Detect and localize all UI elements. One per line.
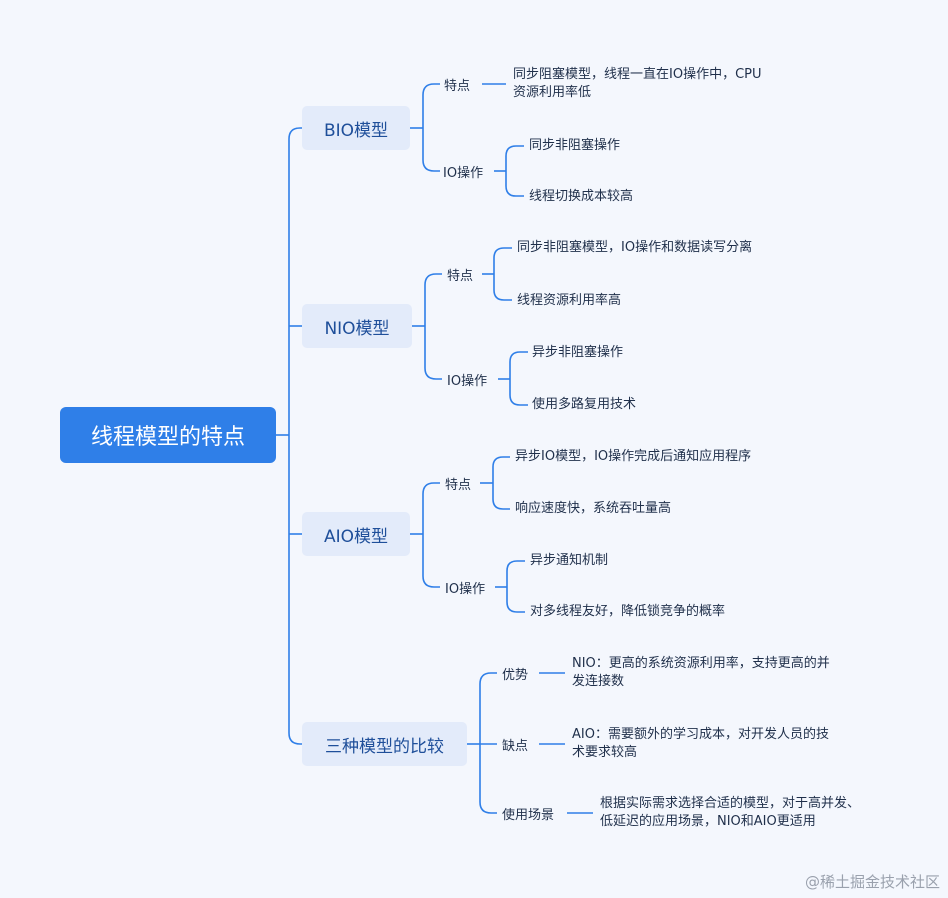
connector-bio-io xyxy=(422,128,440,172)
connector-aio-features-2 xyxy=(492,483,510,510)
nio-node[interactable]: NIO模型 xyxy=(302,304,412,348)
connector-bio-io-1 xyxy=(505,145,524,171)
connector-nio-features xyxy=(424,273,442,326)
connector-aio-features-1 xyxy=(492,456,510,483)
aio-features-item-2: 响应速度快，系统吞吐量高 xyxy=(515,501,672,516)
nio-features-item-2: 线程资源利用率高 xyxy=(517,293,622,308)
bio-features-text: 同步阻塞模型，线程一直在IO操作中，CPU 资源利用率低 xyxy=(513,66,762,102)
connector-nio-io-1 xyxy=(509,351,528,379)
bio-io-item-2: 线程切换成本较高 xyxy=(529,189,634,204)
advantage-line-1: NIO：更高的系统资源利用率，支持更高的并 xyxy=(572,656,830,671)
usage-line-1: 根据实际需求选择合适的模型，对于高并发、 xyxy=(600,796,861,811)
bio-io-item-1: 同步非阻塞操作 xyxy=(529,138,621,153)
usage-label: 使用场景 xyxy=(502,808,555,823)
bio-node[interactable]: BIO模型 xyxy=(302,106,410,150)
compare-node[interactable]: 三种模型的比较 xyxy=(302,722,467,766)
drawback-text: AIO：需要额外的学习成本，对开发人员的技 术要求较高 xyxy=(572,726,829,762)
bio-features-line-1: 同步阻塞模型，线程一直在IO操作中，CPU xyxy=(513,67,762,82)
nio-io-item-1: 异步非阻塞操作 xyxy=(532,345,624,360)
nio-io-item-2: 使用多路复用技术 xyxy=(532,397,637,412)
aio-io-item-1: 异步通知机制 xyxy=(530,553,609,568)
bio-io-label: IO操作 xyxy=(443,166,484,181)
bio-features-line-2: 资源利用率低 xyxy=(513,85,592,100)
aio-node[interactable]: AIO模型 xyxy=(302,512,410,556)
connector-nio-features-1 xyxy=(493,247,512,274)
nio-features-item-1: 同步非阻塞模型，IO操作和数据读写分离 xyxy=(517,240,753,255)
usage-line-2: 低延迟的应用场景，NIO和AIO更适用 xyxy=(600,814,816,829)
advantage-label: 优势 xyxy=(502,668,529,683)
connector-aio-io xyxy=(422,534,440,588)
aio-io-label: IO操作 xyxy=(445,582,486,597)
connector-bio-io-2 xyxy=(505,171,524,197)
connector-root-bio xyxy=(288,127,302,435)
connector-root-compare xyxy=(288,435,302,745)
nio-features-label: 特点 xyxy=(447,269,474,284)
aio-features-item-1: 异步IO模型，IO操作完成后通知应用程序 xyxy=(515,449,752,464)
drawback-label: 缺点 xyxy=(502,739,529,754)
drawback-line-1: AIO：需要额外的学习成本，对开发人员的技 xyxy=(572,727,829,742)
usage-text: 根据实际需求选择合适的模型，对于高并发、 低延迟的应用场景，NIO和AIO更适用 xyxy=(600,795,860,831)
connector-compare-usage xyxy=(479,744,497,814)
advantage-text: NIO：更高的系统资源利用率，支持更高的并 发连接数 xyxy=(572,655,830,691)
root-node[interactable]: 线程模型的特点 xyxy=(60,407,276,463)
connector-aio-io-2 xyxy=(506,587,525,613)
watermark: @稀土掘金技术社区 xyxy=(804,873,940,891)
bio-features-label: 特点 xyxy=(444,79,471,94)
connector-nio-io-2 xyxy=(509,379,528,406)
connector-aio-features xyxy=(422,482,440,534)
aio-io-item-2: 对多线程友好，降低锁竞争的概率 xyxy=(530,604,726,619)
advantage-line-2: 发连接数 xyxy=(572,674,625,689)
connector-aio-io-1 xyxy=(506,560,525,587)
connector-compare-advantage xyxy=(479,672,497,744)
drawback-line-2: 术要求较高 xyxy=(572,745,638,760)
aio-features-label: 特点 xyxy=(445,478,472,493)
connector-nio-io xyxy=(424,326,442,380)
connector-nio-features-2 xyxy=(493,274,512,301)
nio-io-label: IO操作 xyxy=(447,374,488,389)
connector-bio-features xyxy=(422,83,440,128)
